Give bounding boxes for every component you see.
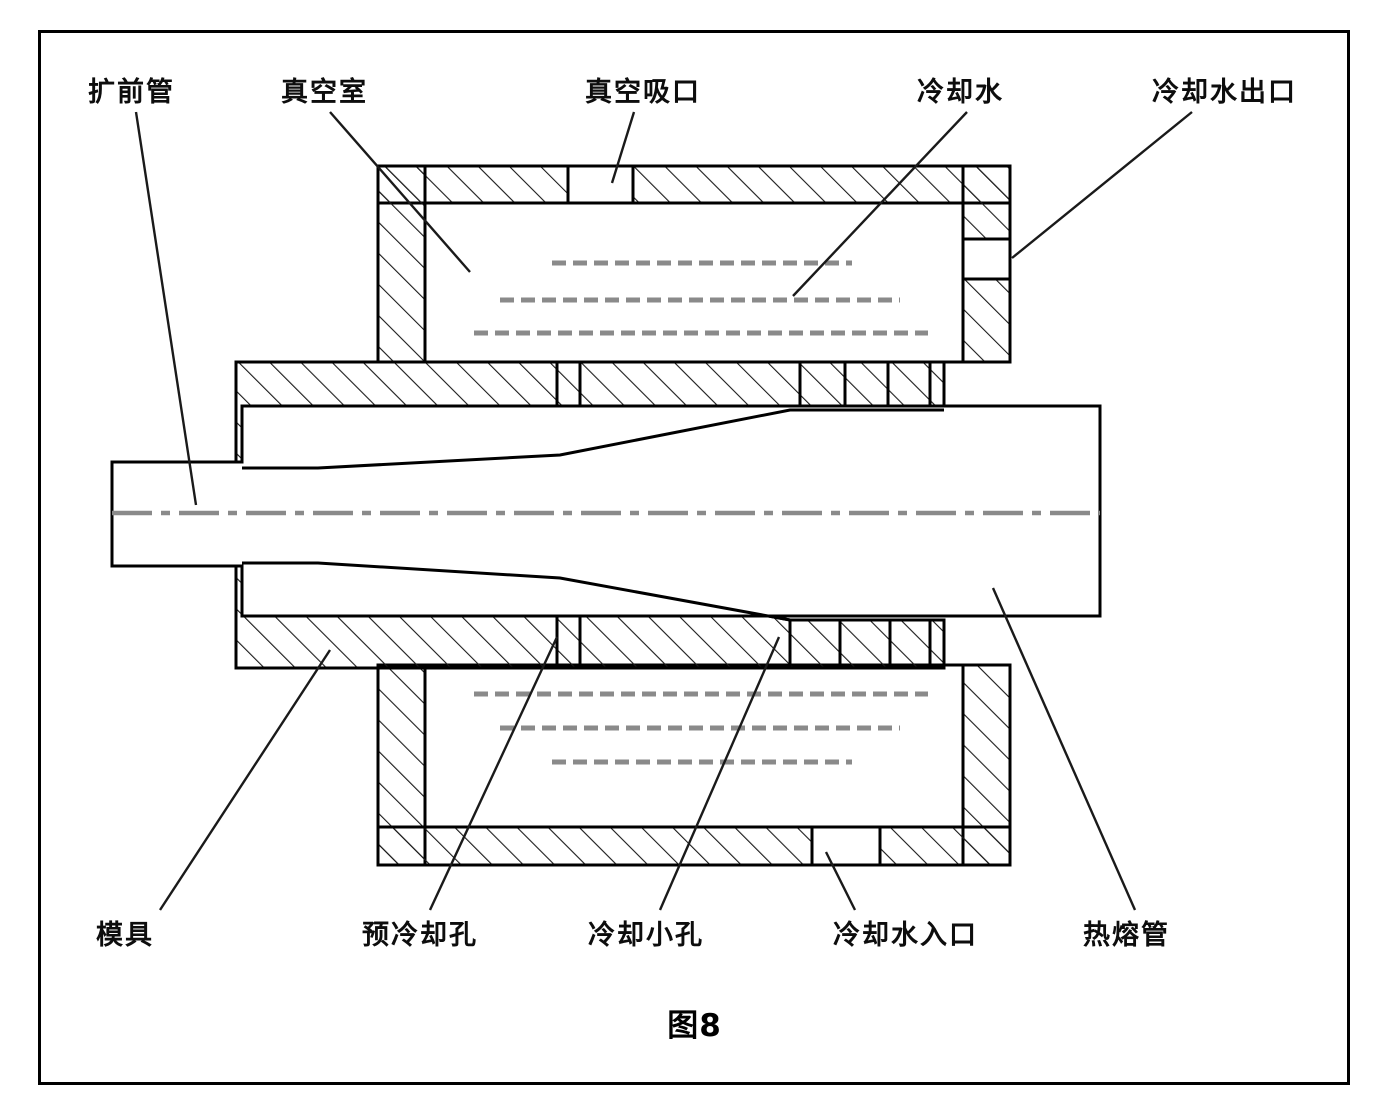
leader-cooling-small-hole — [658, 636, 781, 911]
label-cooling-water-outlet: 冷却水出口 — [1152, 77, 1297, 108]
lower-bottom-wall-right — [878, 825, 1012, 867]
upper-vacuum-chamber — [376, 164, 1012, 364]
leader-pre-cooling-hole — [428, 636, 559, 911]
leader-vacuum-port — [610, 111, 636, 184]
upper-top-wall-right — [631, 164, 1012, 205]
lower-bottom-wall-left — [376, 825, 814, 867]
leader-cooling-water-outlet — [1011, 111, 1193, 259]
cooling-water-inlet-gap — [810, 825, 882, 867]
label-expansion-tube: 扩前管 — [88, 77, 175, 108]
label-vacuum-suction-port: 真空吸口 — [585, 77, 701, 108]
figure-caption: 图8 — [667, 1008, 722, 1044]
leader-cooling-water-inlet — [824, 851, 857, 911]
label-mold: 模具 — [96, 920, 154, 951]
leader-mold — [158, 649, 332, 911]
label-hot-melt-tube: 热熔管 — [1083, 920, 1170, 951]
mold-upper-taper-edge — [242, 408, 944, 470]
leader-cooling-water — [792, 111, 968, 297]
leader-expansion-tube — [134, 111, 198, 506]
leader-hot-melt-tube — [991, 587, 1137, 911]
mold-lower-taper-edge — [242, 561, 944, 622]
label-cooling-water: 冷却水 — [917, 77, 1004, 108]
cooling-water-dashes-upper — [474, 260, 928, 336]
label-vacuum-chamber: 真空室 — [281, 77, 368, 108]
upper-right-wall-top — [961, 164, 1012, 241]
cooling-water-dashes-lower — [474, 691, 928, 765]
leader-vacuum-chamber — [329, 111, 471, 273]
label-cooling-small-hole: 冷却小孔 — [588, 920, 704, 951]
leader-lines — [134, 111, 1193, 911]
label-cooling-water-inlet: 冷却水入口 — [833, 920, 978, 951]
vacuum-suction-port-gap — [566, 164, 635, 205]
label-pre-cooling-hole: 预冷却孔 — [362, 920, 478, 951]
upper-chamber-cavity — [423, 201, 965, 364]
cooling-water-outlet-gap — [961, 237, 1012, 281]
lower-vacuum-chamber — [376, 663, 1012, 867]
upper-right-wall-bottom — [961, 277, 1012, 364]
